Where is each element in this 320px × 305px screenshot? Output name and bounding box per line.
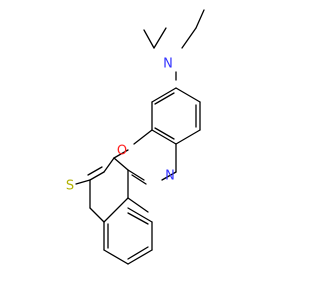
bond-b5-inner [127, 212, 149, 225]
bond-r6-inner [154, 92, 175, 105]
bond-r3 [175, 129, 201, 145]
bond-m2 [113, 157, 129, 171]
bond-c1 [133, 129, 153, 145]
atom-label-o-ring: O [117, 144, 127, 159]
bond-ethyl1-a [153, 27, 167, 49]
bond-ethyl2-b [195, 9, 205, 29]
atom-label-s-thione: S [66, 179, 74, 194]
bond-cs [75, 179, 91, 185]
atom-label-n-ring: N [165, 169, 175, 184]
bond-m6 [89, 207, 105, 223]
bond-n-right [161, 171, 177, 181]
bond-n-left-inner [131, 174, 147, 185]
bond-m8 [127, 197, 149, 213]
bond-b2 [103, 249, 129, 265]
bond-o-left [113, 149, 129, 159]
atom-label-n-amine: N [163, 57, 173, 72]
bond-r6 [151, 87, 177, 103]
bond-b5 [127, 207, 153, 223]
bond-m7 [103, 197, 129, 223]
molecule-canvas: N N O S [66, 9, 205, 265]
bond-b3 [127, 249, 153, 265]
bond-lines [75, 9, 205, 265]
bond-m3-inner [87, 166, 103, 176]
bond-r1 [175, 87, 201, 103]
bond-b3-inner [127, 246, 149, 260]
bond-ethyl2-a [181, 27, 197, 49]
bond-m3 [89, 171, 105, 181]
molecule-structure-diagram: N N O S [66, 9, 205, 265]
bond-r4-inner [154, 127, 175, 140]
bond-m1 [103, 157, 115, 173]
bond-n-left [127, 169, 145, 181]
bond-r4 [151, 129, 177, 145]
bond-ethyl1-b [143, 29, 155, 49]
